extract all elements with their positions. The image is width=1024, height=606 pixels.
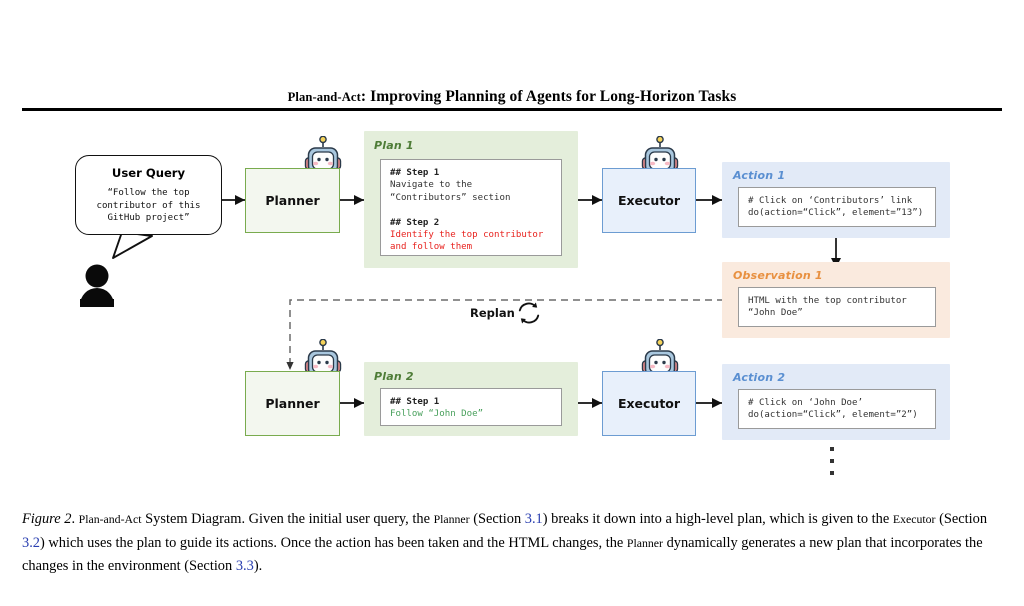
action-1-label: Action 1 — [733, 169, 786, 182]
plan-2-line-0: ## Step 1 — [390, 397, 440, 407]
planner-label-1: Planner — [265, 193, 320, 208]
executor-label-1: Executor — [617, 193, 681, 208]
caption-t6: ) which uses the plan to guide its actio… — [40, 534, 627, 551]
observation-1-label: Observation 1 — [733, 269, 823, 282]
plan-1-panel: Plan 1 ## Step 1 Navigate to the “Contri… — [364, 131, 578, 268]
caption-figure-label: Figure 2 — [22, 511, 72, 527]
observation-1-line-0: HTML with the top contributor — [748, 296, 907, 306]
action-2-line-1: do(action=“Click”, element=”2”) — [748, 410, 918, 421]
action-2-panel: Action 2 # Click on ‘John Doe’ do(action… — [722, 364, 950, 440]
figure-caption: Figure 2. Plan-and-Act System Diagram. G… — [22, 508, 1002, 579]
planner-box-2[interactable]: Planner — [245, 371, 340, 436]
caption-ref-3-3[interactable]: 3.3 — [235, 558, 254, 574]
action-1-panel: Action 1 # Click on ‘Contributors’ link … — [722, 162, 950, 238]
planner-box-1[interactable]: Planner — [245, 168, 340, 233]
observation-1-panel: Observation 1 HTML with the top contribu… — [722, 262, 950, 338]
action-2-codebox: # Click on ‘John Doe’ do(action=“Click”,… — [738, 389, 936, 429]
plan-2-codebox: ## Step 1 Follow “John Doe” — [380, 388, 562, 426]
plan-1-line-4: ## Step 2 — [390, 217, 440, 228]
plan-2-line-1: Follow “John Doe” — [390, 409, 484, 420]
caption-t4: ) breaks it down into a high-level plan,… — [542, 511, 893, 527]
plan-1-line-5: Identify the top contributor — [390, 230, 544, 241]
plan-1-line-6: and follow them — [390, 242, 473, 253]
action-1-line-1: do(action=“Click”, element=”13”) — [748, 208, 924, 219]
replan-arrowhead — [286, 362, 294, 370]
plan-1-line-2: “Contributors” section — [390, 192, 511, 203]
plan-1-line-0: ## Step 1 — [390, 168, 440, 178]
caption-t2: System Diagram. Given the initial user q… — [141, 511, 434, 527]
user-query-title: User Query — [111, 166, 186, 180]
refresh-cycle-icon — [518, 302, 540, 324]
header-title-smallcaps: Plan-and-Act — [287, 90, 361, 104]
plan-2-label: Plan 2 — [374, 370, 414, 383]
executor-label-2: Executor — [617, 396, 681, 411]
caption-executor: Executor — [892, 512, 936, 526]
caption-ref-3-2[interactable]: 3.2 — [22, 534, 40, 551]
executor-box-2[interactable]: Executor — [602, 371, 696, 436]
executor-box-1[interactable]: Executor — [602, 168, 696, 233]
header-title-rest: : Improving Planning of Agents for Long-… — [360, 88, 737, 105]
action-2-label: Action 2 — [733, 371, 786, 384]
caption-ref-3-1[interactable]: 3.1 — [524, 511, 543, 527]
plan-1-line-1: Navigate to the — [390, 180, 473, 191]
caption-t1: . — [71, 511, 79, 527]
action-1-codebox: # Click on ‘Contributors’ link do(action… — [738, 187, 936, 227]
header-rule — [22, 108, 1002, 111]
action-2-line-0: # Click on ‘John Doe’ — [748, 398, 863, 408]
caption-t8: ). — [253, 558, 263, 574]
replan-label: Replan — [470, 306, 515, 320]
caption-t3: (Section — [469, 511, 525, 527]
user-query-text: “Follow the top contributor of this GitH… — [96, 188, 201, 224]
caption-t7: dynamically generates a new plan that in… — [22, 534, 983, 575]
person-silhouette-icon — [80, 264, 114, 307]
page-header-title: Plan-and-Act: Improving Planning of Agen… — [0, 88, 1024, 106]
observation-1-codebox: HTML with the top contributor “John Doe” — [738, 287, 936, 327]
action-1-line-0: # Click on ‘Contributors’ link — [748, 196, 913, 206]
caption-smallcaps-title: Plan-and-Act — [78, 512, 142, 526]
observation-1-line-1: “John Doe” — [748, 308, 803, 319]
plan-1-label: Plan 1 — [374, 139, 414, 152]
continuation-ellipsis-icon — [830, 447, 834, 475]
caption-planner-1: Planner — [433, 512, 470, 526]
plan-2-panel: Plan 2 ## Step 1 Follow “John Doe” — [364, 362, 578, 436]
caption-planner-2: Planner — [626, 535, 663, 550]
plan-1-codebox: ## Step 1 Navigate to the “Contributors”… — [380, 159, 562, 256]
speech-bubble-tail — [112, 231, 153, 259]
planner-label-2: Planner — [265, 396, 320, 411]
user-query-bubble: User Query “Follow the top contributor o… — [75, 155, 222, 235]
caption-t5: (Section — [935, 511, 988, 527]
